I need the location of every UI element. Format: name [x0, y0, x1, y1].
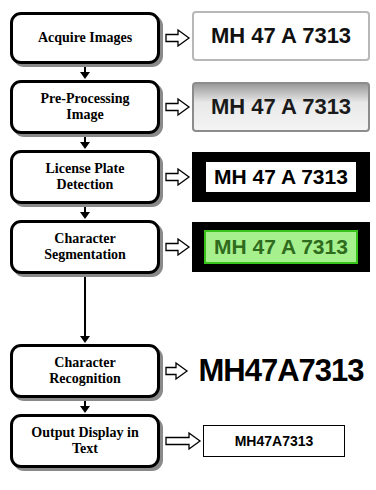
plate-text: MH 47 A 7313 — [204, 230, 358, 264]
step-label: Character Recognition — [23, 355, 147, 387]
plate-image: MH 47 A 7313 — [192, 222, 370, 272]
flow-arrow — [166, 239, 189, 255]
flow-arrow — [80, 135, 90, 149]
process-box: Acquire Images — [10, 12, 160, 64]
plate-image: MH 47 A 7313 — [192, 152, 370, 202]
flow-arrow — [80, 399, 90, 413]
process-box: Character Segmentation — [10, 220, 160, 274]
flow-arrow — [80, 65, 90, 79]
flow-arrow — [80, 275, 90, 343]
flow-arrow — [166, 363, 187, 379]
plate-text: MH 47 A 7313 — [211, 23, 351, 49]
step-label: License Plate Detection — [23, 161, 147, 193]
step-label: Pre-Processing Image — [23, 91, 147, 123]
flow-arrow — [80, 205, 90, 219]
step-label: Character Segmentation — [23, 231, 147, 263]
flow-arrow — [166, 30, 189, 46]
step-label: Acquire Images — [38, 30, 132, 46]
flow-arrow — [166, 99, 189, 115]
plate-text: MH 47 A 7313 — [211, 94, 351, 120]
plate-image: MH 47 A 7313 — [192, 11, 370, 61]
plate-text: MH 47 A 7313 — [206, 162, 356, 192]
flow-arrow — [166, 433, 200, 449]
recognized-text: MH47A7313 — [190, 348, 372, 394]
flow-arrow — [166, 169, 189, 185]
plate-text: MH47A7313 — [198, 353, 363, 389]
process-box: Output Display in Text — [10, 414, 160, 468]
plate-text: MH47A7313 — [235, 433, 314, 449]
process-box: Pre-Processing Image — [10, 80, 160, 134]
process-box: Character Recognition — [10, 344, 160, 398]
process-box: License Plate Detection — [10, 150, 160, 204]
output-box: MH47A7313 — [203, 425, 345, 457]
plate-image: MH 47 A 7313 — [192, 82, 370, 132]
step-label: Output Display in Text — [23, 425, 147, 457]
